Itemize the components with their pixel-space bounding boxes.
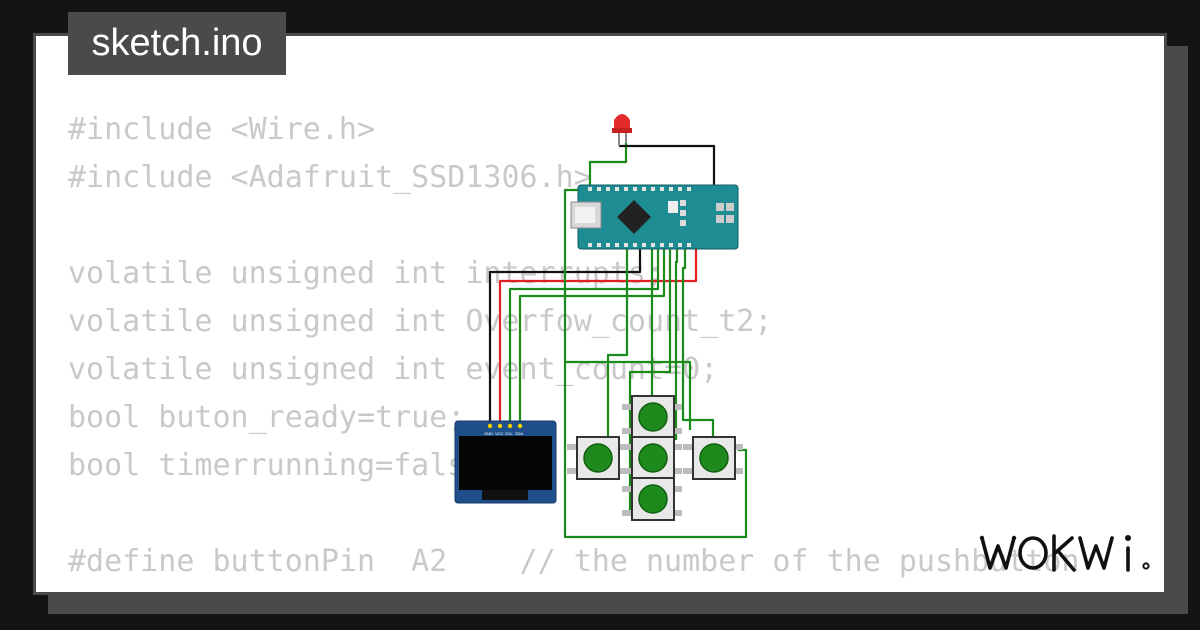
pushbutton-center[interactable] bbox=[622, 436, 682, 480]
arduino-nano-board[interactable] bbox=[570, 184, 739, 250]
code-line: bool buton_ready=true; bbox=[68, 400, 466, 435]
wokwi-logo bbox=[979, 534, 1150, 572]
oled-pin-gnd: GND bbox=[484, 431, 493, 436]
code-background: #include <Wire.h> #include <Adafruit_SSD1… bbox=[68, 106, 1079, 586]
file-name-tab[interactable]: sketch.ino bbox=[68, 12, 286, 75]
wire-btn-right bbox=[681, 245, 715, 438]
wire-oled-vcc bbox=[498, 245, 698, 424]
pushbutton-right[interactable] bbox=[683, 436, 743, 480]
wire-oled-sda bbox=[518, 245, 666, 424]
wire-left-bus bbox=[563, 188, 748, 539]
pushbutton-up[interactable] bbox=[622, 395, 682, 439]
pushbutton-down[interactable] bbox=[622, 477, 682, 521]
pushbutton-left[interactable] bbox=[567, 436, 627, 480]
wire-led-green bbox=[588, 143, 628, 190]
wire-oled-scl bbox=[508, 245, 660, 424]
wire-buttons-bus bbox=[565, 360, 692, 430]
code-line: #include <Adafruit_SSD1306.h> bbox=[68, 160, 592, 195]
code-line: bool timerrunning=false; bbox=[68, 448, 502, 483]
oled-pin-scl: SCL bbox=[505, 431, 514, 436]
red-led[interactable] bbox=[612, 114, 632, 146]
wire-btn-left bbox=[606, 245, 629, 438]
code-line: #define buttonPin A2 // the number of th… bbox=[68, 544, 1080, 579]
code-line: #include <Wire.h> bbox=[68, 112, 376, 147]
oled-pin-vcc: VCC bbox=[495, 431, 504, 436]
preview-card: #include <Wire.h> #include <Adafruit_SSD1… bbox=[33, 33, 1167, 595]
code-line: volatile unsigned int event_count=0; bbox=[68, 352, 719, 387]
code-line: volatile unsigned int Overfow_count_t2; bbox=[68, 304, 773, 339]
oled-pin-sda: SDA bbox=[515, 431, 524, 436]
oled-display[interactable]: GND VCC SCL SDA bbox=[454, 420, 557, 504]
